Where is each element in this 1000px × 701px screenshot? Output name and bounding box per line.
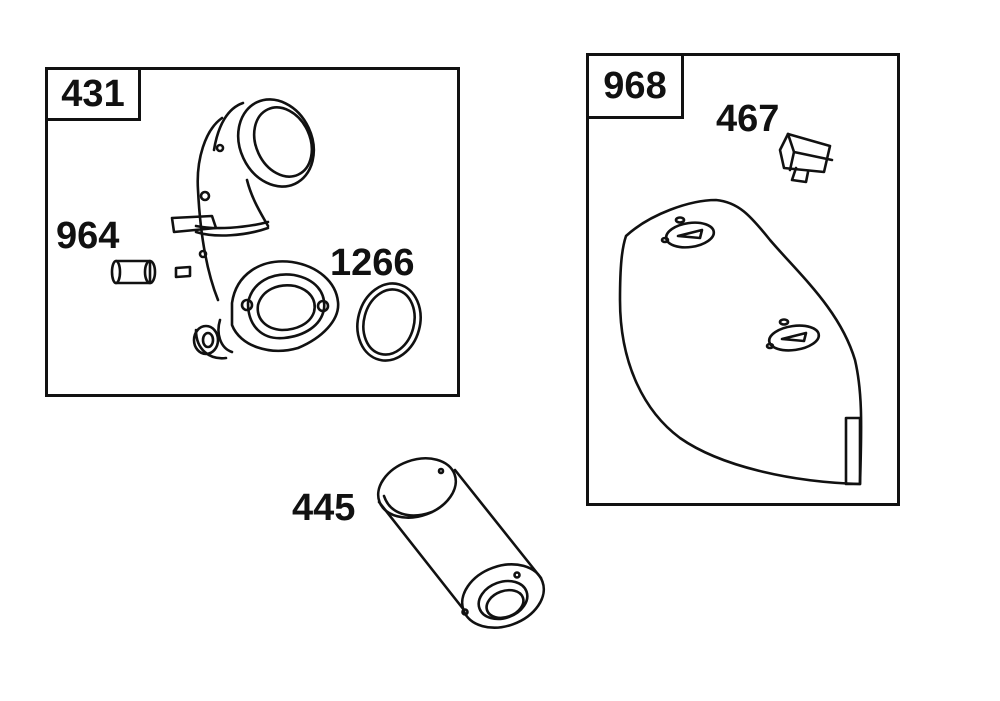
- assembly-431-label: 431: [45, 67, 141, 121]
- assembly-431-box: 431: [45, 67, 460, 397]
- part-964-label: 964: [56, 215, 120, 257]
- part-467-label: 467: [716, 98, 780, 140]
- elbow-adapter-431-drawing: [170, 98, 340, 360]
- assembly-968-label: 968: [586, 53, 684, 119]
- cover-968-drawing: [618, 198, 863, 486]
- assembly-968-box: 968: [586, 53, 900, 506]
- tube-964-drawing: [110, 259, 157, 285]
- o-ring-1266-drawing: [356, 282, 422, 362]
- part-445-label: 445: [292, 487, 356, 529]
- part-1266-label: 1266: [330, 242, 415, 284]
- clip-467-drawing: [778, 132, 834, 184]
- filter-cartridge-445-drawing: [376, 457, 546, 629]
